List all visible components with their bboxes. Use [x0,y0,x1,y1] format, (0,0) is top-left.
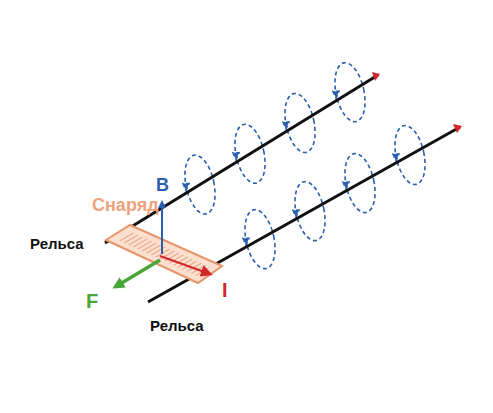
rail-upper [105,75,378,243]
loop-arrow [333,91,339,98]
loop-arrow [243,238,249,245]
projectile-label: Снаряд [92,196,159,214]
loop-arrow [183,184,189,191]
rail-label: Рельса [150,318,204,333]
loop-arrow [293,210,299,217]
force-vector [115,260,160,287]
force-label: F [86,291,98,311]
projectile-hatch [118,232,210,276]
field-label: B [156,176,169,194]
loop-arrow [233,153,239,160]
current-vector [160,256,210,274]
rail-label: Рельса [30,236,84,251]
loop-arrow [283,122,289,129]
field-vector [161,202,163,254]
current-label: I [222,280,228,300]
loop-arrow [393,154,399,161]
projectile [106,225,222,283]
current-arrow [453,124,462,133]
loop-arrow [343,182,349,189]
current-arrow [372,72,380,81]
